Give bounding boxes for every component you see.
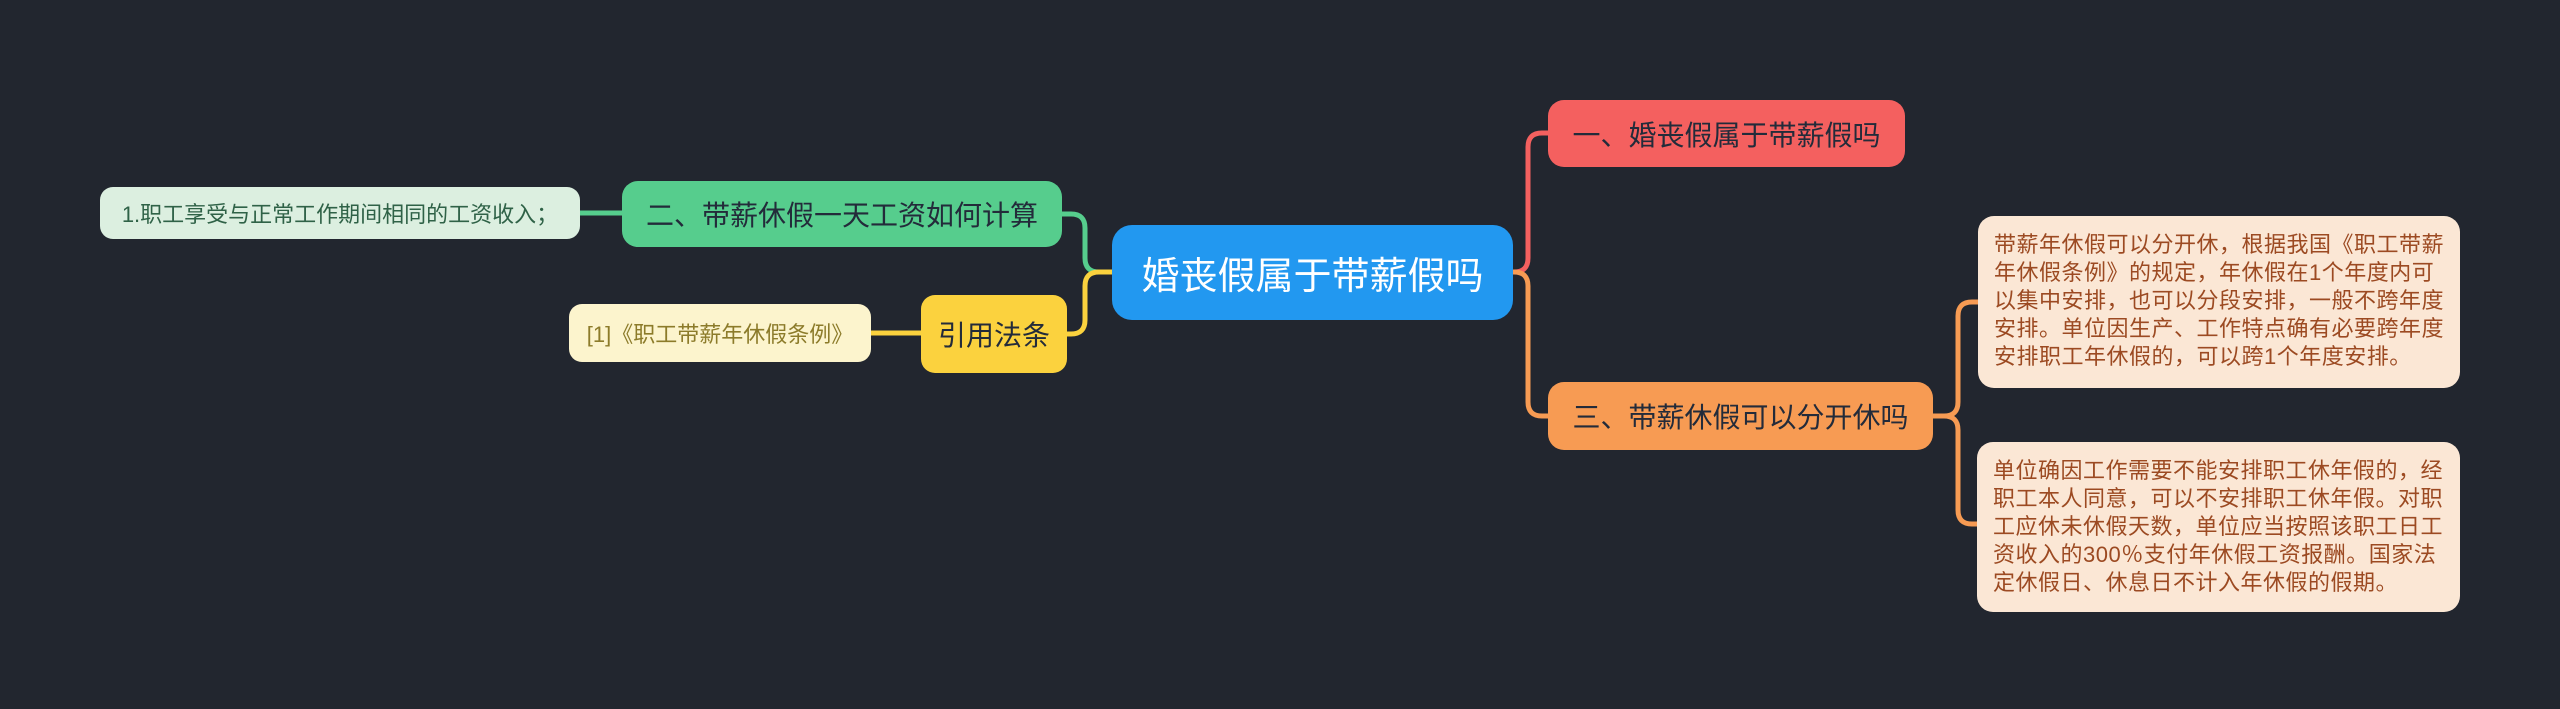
connector-split-to-note2 <box>1933 413 1978 527</box>
node-branch-split-leave[interactable]: 三、带薪休假可以分开休吗 <box>1548 382 1933 450</box>
node-leaf-salary-detail[interactable]: 1.职工享受与正常工作期间相同的工资收入； <box>100 187 580 239</box>
node-branch-marriage-leave[interactable]: 一、婚丧假属于带薪假吗 <box>1548 100 1905 167</box>
node-branch-salary-calculation[interactable]: 二、带薪休假一天工资如何计算 <box>622 181 1062 247</box>
node-root-topic[interactable]: 婚丧假属于带薪假吗 <box>1112 225 1513 320</box>
connector-root-to-one <box>1513 130 1548 275</box>
node-note-split-leave-rule[interactable]: 带薪年休假可以分开休，根据我国《职工带薪年休假条例》的规定，年休假在1个年度内可… <box>1978 216 2460 388</box>
connector-split-to-note1 <box>1933 299 1978 419</box>
node-note-compensation-rule[interactable]: 单位确因工作需要不能安排职工休年假的，经职工本人同意，可以不安排职工休年假。对职… <box>1977 442 2460 612</box>
connector-cite-to-root <box>1067 269 1112 337</box>
connector-root-to-split <box>1513 269 1548 419</box>
connector-calc-to-root <box>1062 211 1112 275</box>
node-leaf-law-reference[interactable]: [1]《职工带薪年休假条例》 <box>569 304 871 362</box>
node-branch-cited-law[interactable]: 引用法条 <box>921 295 1067 373</box>
